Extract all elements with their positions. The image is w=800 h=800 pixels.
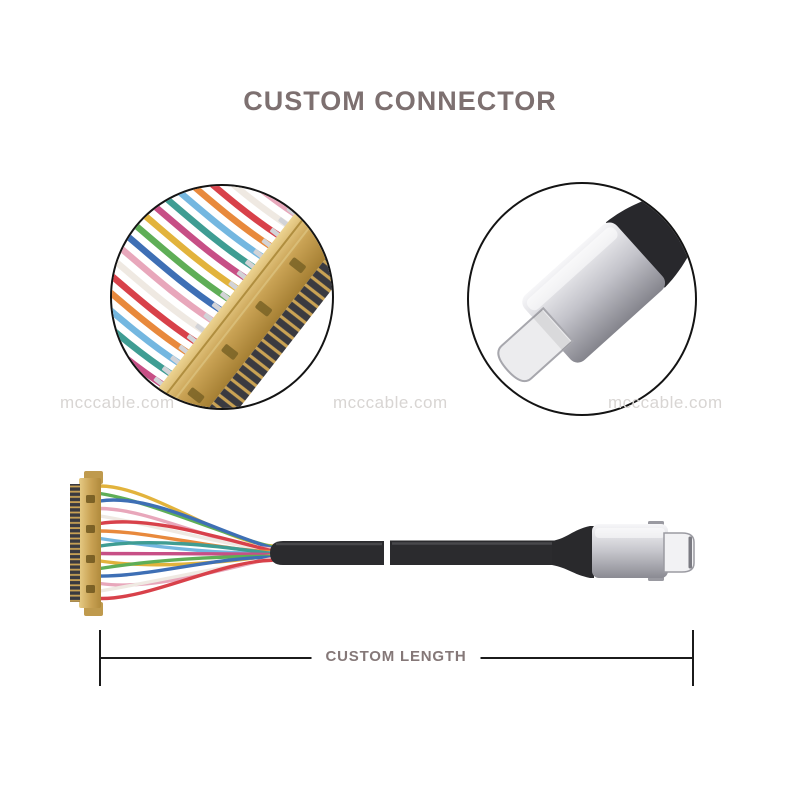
gold-pin-comb: [157, 197, 332, 408]
watermark: mcccable.com: [333, 393, 448, 412]
usbc-closeup-graphic: [497, 184, 695, 383]
lvds-connector: [70, 471, 103, 616]
watermark: mcccable.com: [60, 393, 175, 412]
usbc-plug-tip: [497, 306, 575, 383]
usbc-zoom-circle: [467, 182, 697, 416]
usbc-connector: [552, 521, 695, 581]
lvds-connector-zoom-circle: [110, 184, 334, 410]
page-title: CUSTOM CONNECTOR: [243, 86, 557, 116]
dimension-label: CUSTOM LENGTH: [311, 648, 481, 666]
dimension-end-right: [692, 630, 694, 686]
watermark: mcccable.com: [608, 393, 723, 412]
lvds-connector-closeup-graphic: [112, 186, 332, 408]
cable-black: [270, 540, 562, 565]
fanned-wires: [98, 484, 274, 601]
dimension-end-left: [99, 630, 101, 686]
cable-illustration: [70, 471, 695, 616]
strain-relief-boot: [552, 526, 594, 578]
usbc-plug-tip: [663, 532, 695, 573]
